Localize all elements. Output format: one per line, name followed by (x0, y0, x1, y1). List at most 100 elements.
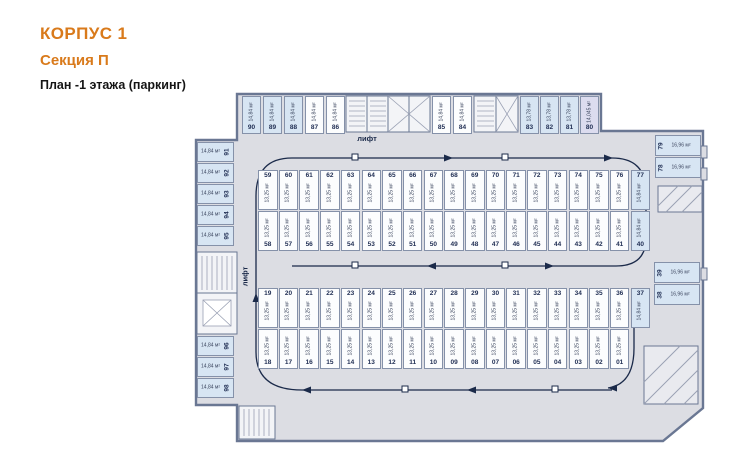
spot-area: 13,25 м² (409, 218, 416, 238)
spot-area: 13,25 м² (326, 336, 333, 356)
spot-area: 14,045 м² (586, 101, 592, 124)
spot-area: 13,25 м² (491, 336, 498, 356)
spot-area: 14,84 м² (201, 232, 221, 239)
spot-number: 20 (284, 290, 293, 297)
stair-core-top-left (345, 95, 431, 133)
spot-number: 33 (553, 290, 562, 297)
spot-number: 77 (636, 172, 644, 179)
spot-area: 13,25 м² (305, 218, 312, 238)
spot-number: 19 (264, 290, 272, 297)
spot-area: 13,25 м² (367, 218, 374, 238)
spot-area: 13,25 м² (284, 336, 291, 356)
parking-spot-72: 72 13,25 м² (527, 170, 547, 210)
spot-area: 13,25 м² (264, 301, 271, 321)
spot-area: 14,84 м² (201, 342, 221, 349)
spot-area: 13,25 м² (554, 336, 561, 356)
spot-number: 22 (326, 290, 334, 297)
spot-area: 13,25 м² (326, 218, 333, 238)
spot-number: 09 (450, 358, 458, 366)
spot-number: 34 (574, 290, 582, 297)
spot-number: 28 (450, 290, 458, 297)
spot-area: 13,25 м² (471, 301, 478, 321)
spot-number: 80 (585, 123, 594, 131)
spot-number: 32 (533, 290, 541, 297)
ramp-right (657, 185, 703, 213)
spot-number: 47 (491, 240, 500, 248)
spot-number: 59 (264, 172, 272, 179)
parking-spot-28: 28 13,25 м² (444, 288, 464, 328)
spot-area: 13,25 м² (388, 183, 395, 203)
spot-area: 13,25 м² (450, 336, 457, 356)
spot-area: 14,84 м² (636, 218, 643, 238)
spot-area: 13,25 м² (595, 301, 602, 321)
spot-number: 72 (533, 172, 541, 179)
spot-number: 57 (284, 240, 293, 248)
spot-number: 60 (284, 172, 293, 179)
spot-area: 13,25 м² (409, 301, 416, 321)
spot-area: 14,84 м² (201, 148, 221, 155)
spot-number: 16 (305, 358, 313, 366)
spot-area: 13,25 м² (595, 183, 602, 203)
spot-area: 13,25 м² (284, 183, 291, 203)
spot-area: 16,96 м² (670, 291, 690, 297)
spot-number: 50 (429, 240, 437, 248)
spot-area: 14,84 м² (248, 102, 254, 122)
spot-number: 87 (310, 123, 319, 131)
spot-number: 17 (284, 358, 293, 366)
spot-area: 13,25 м² (491, 301, 498, 321)
spot-area: 14,84 м² (201, 169, 221, 176)
spot-area: 14,84 м² (201, 384, 221, 391)
spot-number: 66 (409, 172, 417, 179)
spot-area: 13,25 м² (450, 218, 457, 238)
spot-area: 16,96 м² (670, 269, 690, 275)
spot-number: 58 (264, 240, 272, 248)
spot-number: 68 (450, 172, 458, 179)
spot-number: 91 (223, 148, 231, 156)
spot-area: 13,25 м² (450, 301, 457, 321)
spot-number: 75 (595, 172, 603, 179)
spot-number: 08 (471, 358, 479, 366)
spot-number: 67 (429, 172, 437, 179)
spot-number: 86 (331, 123, 340, 131)
spot-area: 14,84 м² (269, 102, 275, 122)
spot-number: 54 (346, 240, 355, 248)
spot-area: 13,25 м² (533, 183, 540, 203)
spot-area: 13,25 м² (616, 183, 623, 203)
building-title: КОРПУС 1 (40, 24, 128, 43)
parking-spot-60: 60 13,25 м² (278, 170, 299, 210)
spot-number: 96 (223, 342, 231, 350)
spot-number: 30 (491, 290, 500, 297)
spot-number: 12 (388, 358, 396, 366)
spot-area: 13,25 м² (326, 183, 333, 203)
spot-area: 14,84 м² (459, 102, 465, 122)
elevator-label-left-text: лифт (240, 266, 250, 286)
